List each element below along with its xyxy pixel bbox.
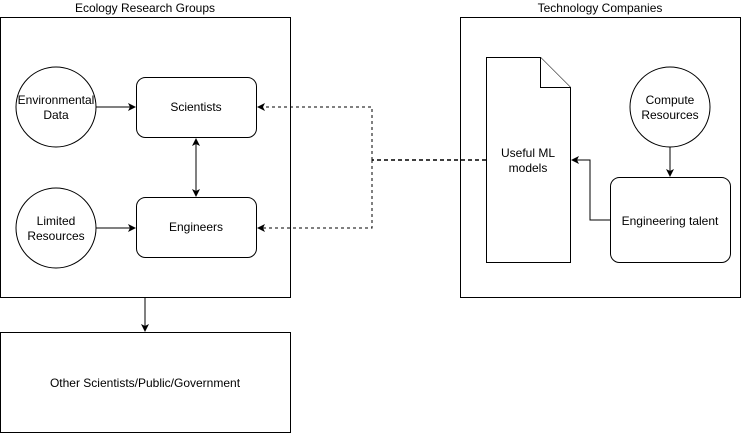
compute-resources-label-line2: Resources	[641, 108, 698, 122]
limited-resources-label-line1: Limited	[37, 214, 76, 228]
environmental-data-node[interactable]: Environmental Data	[15, 66, 97, 148]
other-stakeholders-node[interactable]: Other Scientists/Public/Government	[0, 332, 291, 433]
compute-resources-node[interactable]: Compute Resources	[629, 66, 711, 148]
engineering-talent-node[interactable]: Engineering talent	[610, 177, 731, 263]
limited-resources-node[interactable]: Limited Resources	[15, 187, 97, 269]
technology-group-title: Technology Companies	[538, 1, 663, 15]
dashed-arrow-to-engineers	[257, 160, 373, 232]
scientists-label: Scientists	[170, 100, 221, 114]
engineers-label: Engineers	[169, 220, 223, 234]
useful-ml-models-label-line2: models	[509, 161, 548, 175]
scientists-node[interactable]: Scientists	[136, 77, 257, 138]
ecology-group-container	[0, 17, 291, 298]
useful-ml-models-node[interactable]: Useful ML models	[486, 57, 571, 263]
environmental-data-label-line1: Environmental	[18, 93, 95, 107]
engineering-talent-label: Engineering talent	[622, 214, 719, 228]
arrow-engineering-talent-to-ml-models	[571, 156, 610, 221]
useful-ml-models-label-line1: Useful ML	[501, 146, 555, 160]
limited-resources-label-line2: Resources	[27, 229, 84, 243]
compute-resources-label-line1: Compute	[646, 93, 695, 107]
dashed-arrow-to-scientists	[257, 103, 373, 160]
other-stakeholders-label: Other Scientists/Public/Government	[50, 376, 241, 390]
ecology-group-title: Ecology Research Groups	[75, 1, 215, 15]
engineers-node[interactable]: Engineers	[136, 197, 257, 258]
environmental-data-label-line2: Data	[43, 108, 69, 122]
